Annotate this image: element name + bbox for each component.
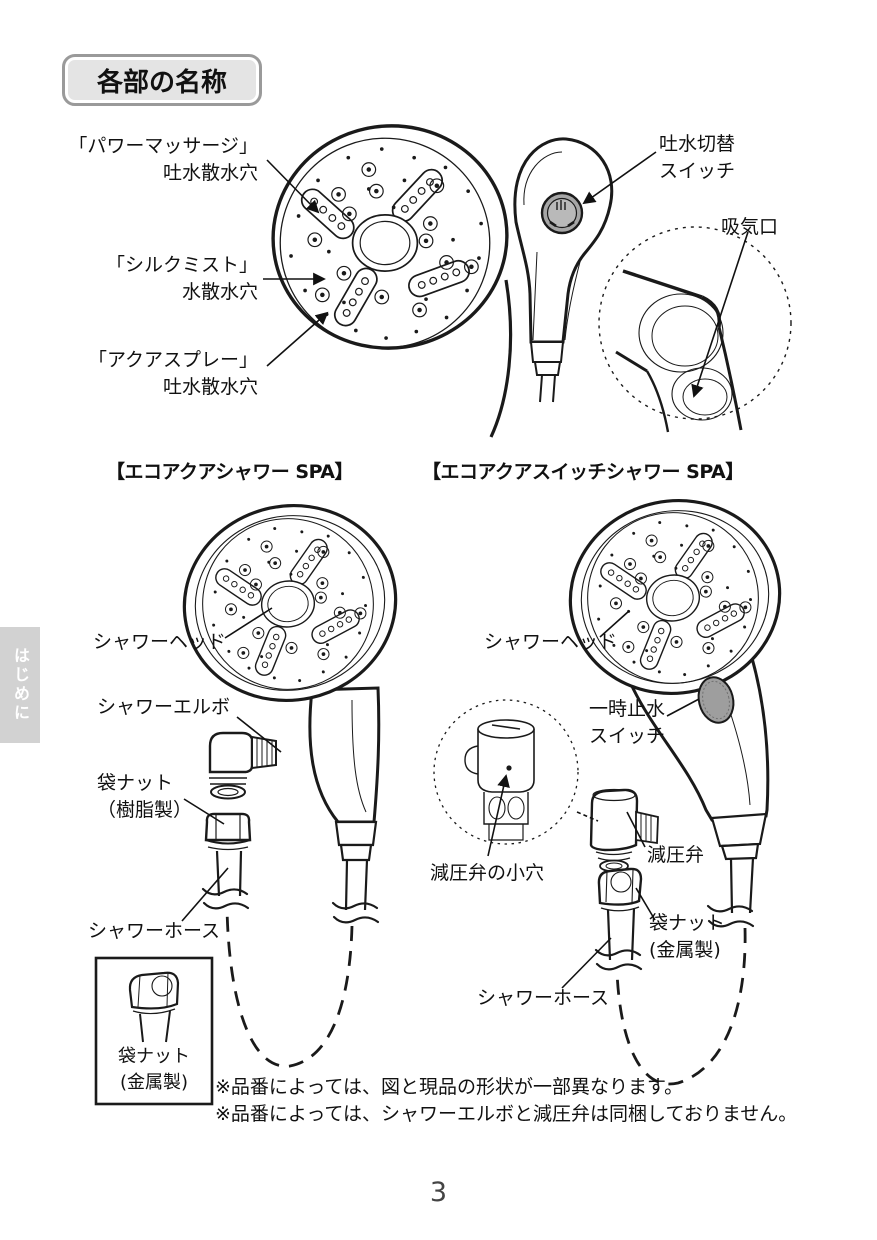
valve-detail-circle <box>433 699 579 845</box>
label-right-shower-hose: シャワーホース <box>477 987 610 1009</box>
label-metal-nut: 袋ナット (金属製) <box>649 912 726 961</box>
left-product-illustration <box>182 503 398 1068</box>
shower-side-view <box>513 137 614 403</box>
sidebar-tab-hajimeni: はじめに <box>0 627 40 743</box>
label-air-intake: 吸気口 <box>721 216 779 238</box>
label-pressure-valve: 減圧弁 <box>647 844 705 866</box>
label-valve-small-hole: 減圧弁の小穴 <box>430 862 545 884</box>
label-left-shower-head: シャワーヘッド <box>93 631 227 653</box>
spray-switch-dial <box>540 191 584 235</box>
shower-face-front-view <box>271 124 513 438</box>
label-aqua-spray: 「アクアスプレー」 吐水散水穴 <box>87 349 258 398</box>
footnote-line-2: ※品番によっては、シャワーエルボと減圧弁は同梱しておりません。 <box>215 1103 798 1125</box>
footnote-line-1: ※品番によっては、図と現品の形状が一部異なります。 <box>215 1076 684 1098</box>
shower-elbow-drawing <box>208 731 277 800</box>
label-shower-elbow: シャワーエルボ <box>97 696 231 718</box>
footnotes: ※品番によっては、図と現品の形状が一部異なります。 ※品番によっては、シャワーエ… <box>215 1074 797 1128</box>
metal-nut-drawing <box>597 867 643 961</box>
leader-lines <box>181 151 749 989</box>
page-number: 3 <box>429 1177 448 1208</box>
pressure-valve-drawing <box>589 788 659 873</box>
label-spray-switch: 吐水切替 スイッチ <box>659 133 736 182</box>
heading-eco-aqua-shower: 【エコアクアシャワー SPA】 <box>106 461 353 483</box>
right-product-illustration <box>433 498 782 1086</box>
label-right-shower-head: シャワーヘッド <box>484 631 618 653</box>
boxed-nut-illustration <box>94 956 214 1106</box>
page-title: 各部の名称 <box>62 54 262 106</box>
label-silk-mist: 「シルクミスト」 水散水穴 <box>105 254 258 303</box>
pause-switch-button <box>697 676 735 724</box>
resin-nut-drawing <box>204 812 252 897</box>
label-left-shower-hose: シャワーホース <box>88 920 221 942</box>
label-power-massage: 「パワーマッサージ」 吐水散水穴 <box>68 135 258 184</box>
label-resin-nut: 袋ナット （樹脂製） <box>97 772 193 821</box>
label-boxed-metal-nut: 袋ナット (金属製) <box>118 1046 190 1093</box>
label-pause-switch: 一時止水 スイッチ <box>589 698 666 747</box>
air-intake-detail-circle <box>598 226 792 433</box>
heading-eco-aqua-switch-shower: 【エコアクアスイッチシャワー SPA】 <box>422 461 744 483</box>
